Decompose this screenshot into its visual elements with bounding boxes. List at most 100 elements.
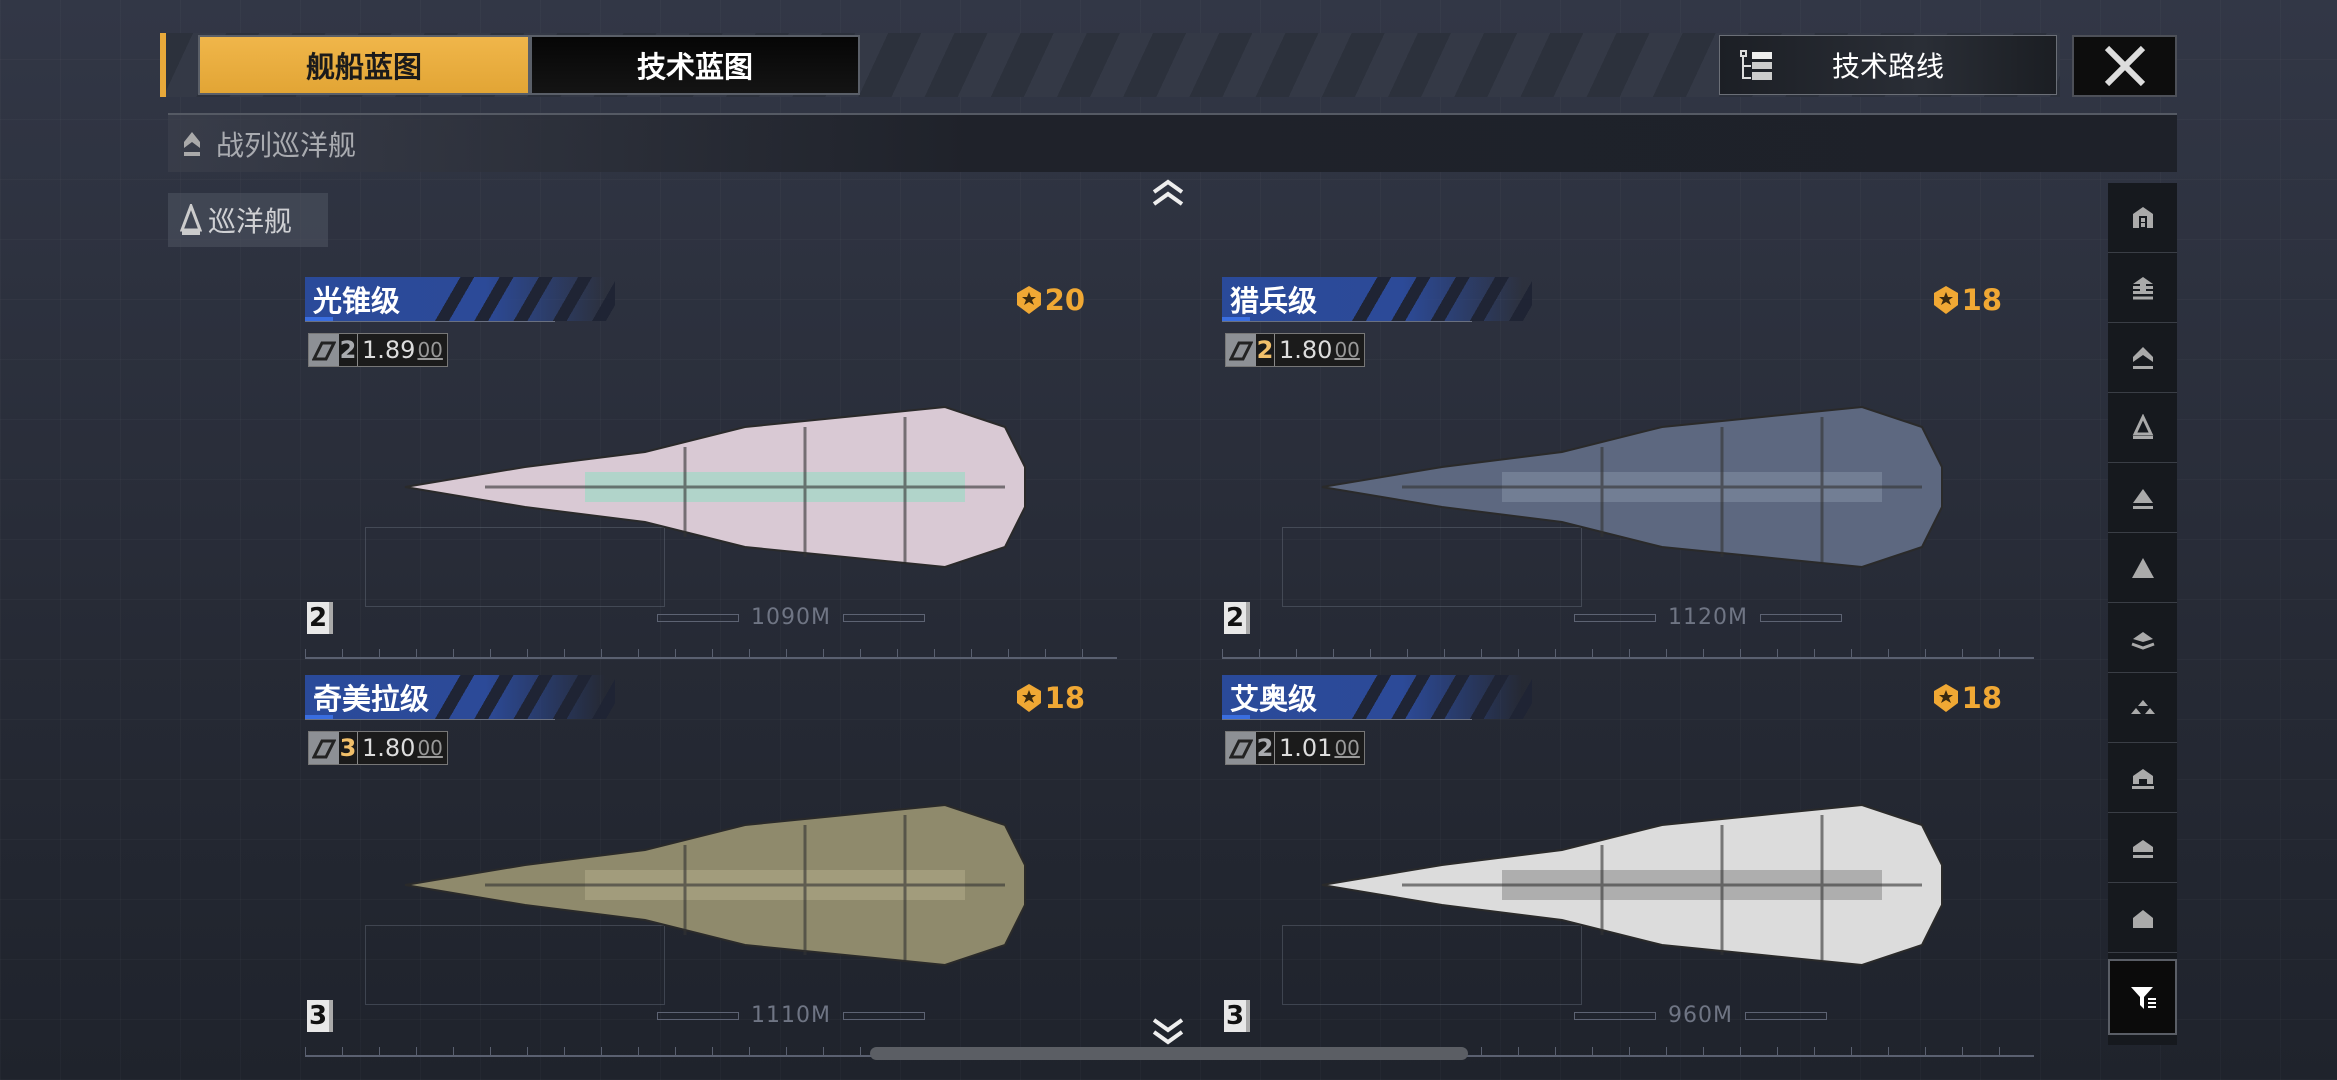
banner-stripes	[435, 277, 615, 321]
utility-icon	[2132, 909, 2153, 928]
sidebar-filter-corvette[interactable]	[2108, 603, 2177, 673]
stat-level: 2	[1256, 334, 1274, 366]
banner-stripes	[1352, 277, 1532, 321]
ship-length: 1090M	[645, 605, 937, 630]
tab-ship-blueprints[interactable]: 舰船蓝图	[198, 35, 530, 95]
ship-class-filter-sidebar	[2108, 183, 2177, 1045]
scale-ruler	[305, 645, 1117, 659]
battlecruiser-icon	[2132, 346, 2153, 369]
sidebar-filter-frigate[interactable]	[2108, 533, 2177, 603]
cruiser-icon	[2132, 413, 2153, 439]
accent-strip	[160, 33, 166, 97]
rank-star-icon	[1016, 684, 1041, 712]
subcategory-label: 巡洋舰	[208, 205, 293, 238]
scroll-up-chevron-icon[interactable]	[1150, 178, 1186, 208]
tier-badge: 2	[307, 602, 333, 634]
battleship-icon	[2132, 276, 2153, 299]
corvette-icon	[2130, 631, 2155, 650]
subcategory-chip[interactable]: 巡洋舰	[168, 193, 328, 247]
scale-ruler	[1222, 645, 2034, 659]
divider	[305, 719, 555, 720]
horizontal-scrollbar[interactable]	[870, 1047, 1468, 1060]
stat-level: 2	[1256, 732, 1274, 764]
sidebar-filter-support[interactable]	[2108, 813, 2177, 883]
ship-image	[1321, 405, 1943, 569]
stat-decimal: 00	[1334, 736, 1360, 760]
battlecruiser-icon	[184, 131, 200, 156]
fighter-squadron-icon	[2130, 699, 2155, 714]
sidebar-filter-cruiser[interactable]	[2108, 393, 2177, 463]
divider	[305, 321, 555, 322]
rank-star-icon	[1933, 684, 1958, 712]
speed-icon	[309, 732, 339, 764]
blueprint-schematic	[1282, 925, 1582, 1005]
tier-badge: 2	[1224, 602, 1250, 634]
sidebar-filter-battleship[interactable]	[2108, 253, 2177, 323]
cost-value: 18	[1961, 681, 2002, 715]
tech-route-button[interactable]: 技术路线	[1719, 35, 2057, 95]
rank-star-icon	[1016, 286, 1041, 314]
sidebar-filter-carrier[interactable]	[2108, 183, 2177, 253]
stat-main: 1.80	[1279, 336, 1333, 364]
banner-stripes	[1352, 675, 1532, 719]
blueprint-schematic	[365, 527, 665, 607]
sidebar-filter-destroyer[interactable]	[2108, 463, 2177, 533]
blueprint-schematic	[365, 925, 665, 1005]
tier-badge: 3	[1224, 1000, 1250, 1032]
category-label: 战列巡洋舰	[216, 128, 357, 162]
filter-icon	[2130, 987, 2156, 1009]
ship-name-banner: 猎兵级	[1222, 277, 1532, 321]
cost: 18	[1015, 681, 1085, 715]
ship-name: 艾奥级	[1230, 682, 1318, 716]
cost: 20	[1015, 283, 1085, 317]
ship-length: 1120M	[1562, 605, 1854, 630]
ship-image	[404, 405, 1026, 569]
ship-image	[1321, 803, 1943, 967]
shield-gear-icon	[1226, 732, 1256, 764]
ship-name-banner: 奇美拉级	[305, 675, 615, 719]
ship-name: 光锥级	[313, 284, 401, 318]
support-icon	[2132, 839, 2153, 858]
tier-badge: 3	[307, 1000, 333, 1032]
destroyer-icon	[2132, 488, 2153, 509]
tech-route-label: 技术路线	[1831, 50, 1944, 83]
missile-icon	[1226, 334, 1256, 366]
sidebar-filter-fighter-squadron[interactable]	[2108, 673, 2177, 743]
cost-value: 18	[1044, 681, 1085, 715]
sidebar-filter-auxiliary[interactable]	[2108, 743, 2177, 813]
ship-name-banner: 艾奥级	[1222, 675, 1532, 719]
ship-image	[404, 803, 1026, 967]
cost: 18	[1932, 283, 2002, 317]
close-button[interactable]	[2072, 35, 2177, 97]
stat-decimal: 00	[417, 736, 443, 760]
ship-name: 奇美拉级	[313, 682, 430, 716]
ship-length: 1110M	[645, 1003, 937, 1028]
rank-star-icon	[1933, 286, 1958, 314]
sidebar-filter-utility[interactable]	[2108, 883, 2177, 953]
carrier-icon	[2132, 206, 2153, 228]
ship-name-banner: 光锥级	[305, 277, 615, 321]
scroll-down-chevron-icon[interactable]	[1150, 1016, 1186, 1046]
frigate-icon	[2131, 557, 2154, 578]
close-icon	[2104, 45, 2145, 87]
banner-stripes	[435, 675, 615, 719]
stat-level: 3	[339, 732, 357, 764]
ship-length: 960M	[1562, 1003, 1839, 1028]
cost-value: 18	[1961, 283, 2002, 317]
sidebar-filter-battlecruiser[interactable]	[2108, 323, 2177, 393]
filter-button[interactable]	[2108, 959, 2177, 1035]
tab-tech-blueprints[interactable]: 技术蓝图	[530, 35, 860, 95]
stat-main: 1.89	[362, 336, 416, 364]
speed-icon	[309, 334, 339, 366]
category-header[interactable]: 战列巡洋舰	[168, 113, 2177, 172]
